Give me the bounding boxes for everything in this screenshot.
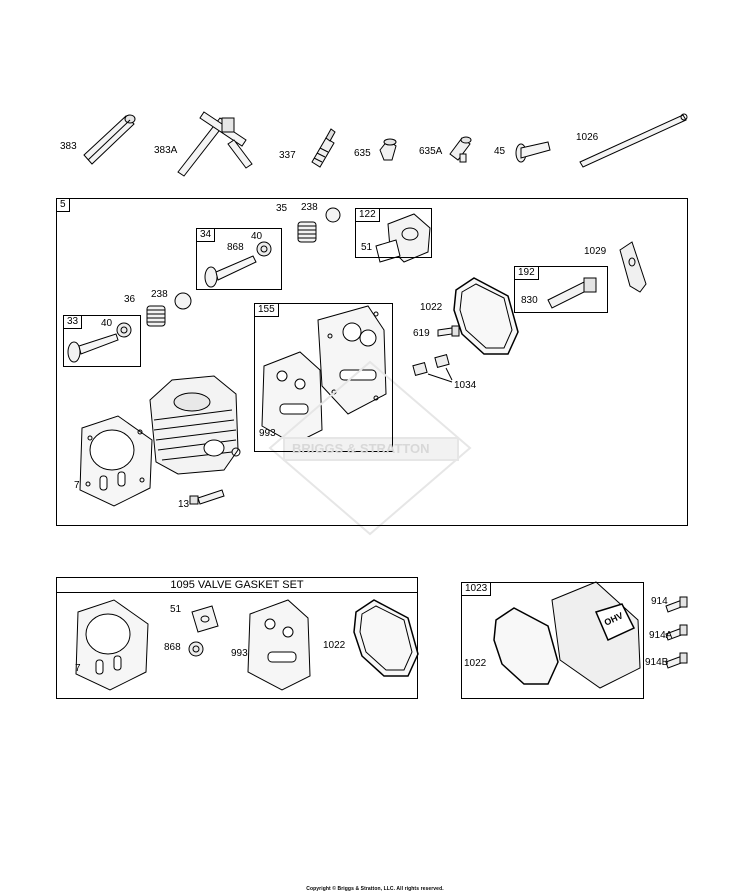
brand-watermark	[268, 360, 472, 536]
intake-valve-33-drawing	[67, 322, 132, 363]
gasket-set-7-drawing	[75, 599, 149, 691]
cover-label-914: 914	[651, 596, 668, 607]
copyright-footer: Copyright © Briggs & Stratton, LLC. All …	[306, 886, 444, 892]
group-tag-33: 33	[63, 315, 83, 329]
part-label-238b: 238	[151, 289, 168, 300]
part-label-993: 993	[259, 428, 276, 439]
part-337-drawing	[311, 128, 336, 168]
part-label-830: 830	[521, 295, 538, 306]
part-label-337: 337	[279, 150, 296, 161]
part-1026-drawing	[579, 113, 688, 168]
part-label-383A: 383A	[154, 145, 178, 156]
part-label-36: 36	[124, 294, 136, 305]
part-label-1029: 1029	[584, 246, 607, 257]
group-tag-192: 192	[514, 266, 539, 280]
cap-238b-drawing	[174, 292, 192, 310]
subgroup-box-155	[254, 303, 393, 452]
gasket-155-drawing	[317, 305, 387, 415]
part-635A-drawing	[449, 136, 472, 163]
part-label-1026: 1026	[576, 132, 599, 143]
subgroup-box-33	[63, 315, 141, 367]
gasket-set-group	[56, 577, 418, 699]
part-label-51: 51	[361, 242, 373, 253]
cover-label-914B: 914B	[645, 657, 669, 668]
group-tag-1023: 1023	[461, 582, 492, 596]
set-label-868: 868	[164, 642, 181, 653]
part-label-383: 383	[60, 141, 77, 152]
cover-group-1022-drawing	[493, 607, 559, 685]
part-label-1034: 1034	[454, 380, 477, 391]
valve-cover-drawing	[551, 581, 641, 689]
part-383A-drawing	[177, 111, 253, 177]
part-45-drawing	[515, 141, 551, 163]
subgroup-box-122	[355, 208, 432, 258]
part-label-635: 635	[354, 148, 371, 159]
gasket-set-51-drawing	[191, 605, 219, 633]
cylinder-head-drawing	[149, 375, 241, 475]
part-635-drawing	[379, 138, 397, 161]
bolt-914-drawing	[665, 596, 688, 613]
cover-label-914A: 914A	[649, 630, 673, 641]
brand-watermark-text: BRIGGS & STRATTON	[292, 441, 430, 456]
nut-1034-drawing	[412, 354, 453, 383]
subgroup-box-192	[514, 266, 608, 313]
bolt-914B-drawing	[665, 652, 688, 669]
part-label-238: 238	[301, 202, 318, 213]
part-label-40-box33: 40	[101, 318, 113, 329]
gasket-set-993-drawing	[247, 599, 311, 691]
part-383-drawing	[83, 114, 136, 165]
group-tag-155: 155	[254, 303, 279, 317]
group-tag-34: 34	[196, 228, 216, 242]
part-label-868: 868	[227, 242, 244, 253]
part-label-45: 45	[494, 146, 506, 157]
part-label-13: 13	[178, 499, 190, 510]
bolt-619-drawing	[437, 325, 460, 337]
gasket-51-drawing	[375, 213, 431, 263]
set-label-1022: 1022	[323, 640, 346, 651]
group-tag-122: 122	[355, 208, 380, 222]
cover-label-1022: 1022	[464, 658, 487, 669]
assembly-group-1023	[461, 582, 644, 699]
gasket-set-header	[56, 577, 418, 593]
part-label-40-box34: 40	[251, 231, 263, 242]
part-label-635A: 635A	[419, 146, 443, 157]
assembly-group-5	[56, 198, 688, 526]
exhaust-valve-34-drawing	[204, 241, 272, 288]
part-label-1022: 1022	[420, 302, 443, 313]
valve-spring-35-drawing	[297, 221, 317, 243]
part-label-619: 619	[413, 328, 430, 339]
cap-238-drawing	[325, 207, 341, 223]
bolt-914A-drawing	[665, 624, 688, 641]
gasket-set-title: 1095 VALVE GASKET SET	[170, 579, 304, 591]
valve-spring-36-drawing	[146, 305, 166, 327]
gasket-993-drawing	[261, 351, 323, 445]
group-tag-5: 5	[56, 198, 70, 212]
set-label-7: 7	[75, 663, 81, 674]
set-label-51: 51	[170, 604, 182, 615]
rocker-arm-1029-drawing	[619, 241, 647, 293]
bolt-13-drawing	[189, 489, 225, 505]
gasket-set-868-drawing	[188, 641, 204, 657]
part-label-35: 35	[276, 203, 288, 214]
rocker-stud-830-drawing	[547, 277, 597, 309]
part-label-7: 7	[74, 480, 80, 491]
head-gasket-7-drawing	[79, 415, 153, 507]
subgroup-box-34	[196, 228, 282, 290]
set-label-993: 993	[231, 648, 248, 659]
